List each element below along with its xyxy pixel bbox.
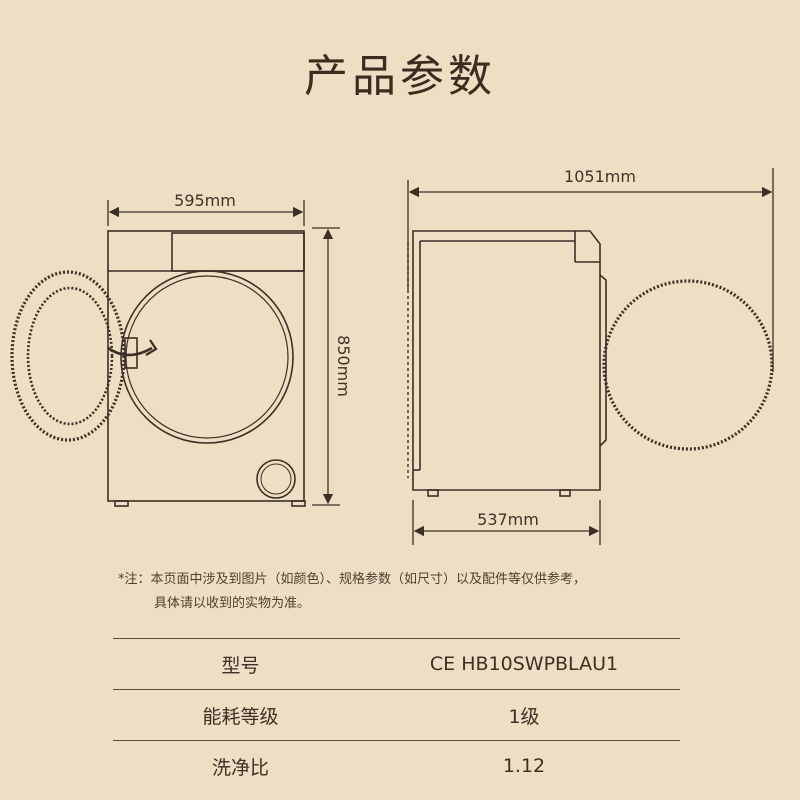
depth-open-label: 1051mm [564, 167, 636, 186]
page-title: 产品参数 [304, 51, 496, 102]
disclaimer-note: *注：本页面中涉及到图片（如颜色）、规格参数（如尺寸）以及配件等仅供参考， 具体… [118, 568, 738, 616]
spec-value-energy: 1级 [368, 689, 680, 741]
table-row: 型号 CE HB10SWPBLAU1 [113, 638, 680, 690]
front-foot-left [114, 500, 129, 507]
depth-label: 537mm [477, 510, 539, 529]
height-label: 850mm [334, 335, 353, 397]
depth-open-dimension [407, 168, 774, 372]
disclaimer-line-2: 具体请以收到的实物为准。 [154, 596, 311, 611]
open-door-side-outline [602, 279, 774, 451]
spec-table: 型号 CE HB10SWPBLAU1 能耗等级 1级 洗净比 1.12 [113, 638, 680, 791]
height-dimension [312, 227, 340, 506]
front-cabinet [107, 230, 305, 502]
front-foot-right [291, 500, 306, 507]
spec-value-wash-ratio: 1.12 [368, 740, 680, 791]
side-cabinet [412, 230, 601, 491]
door-outer-ring [120, 270, 294, 444]
front-width-dimension [107, 200, 305, 226]
side-view [407, 230, 774, 497]
table-row: 洗净比 1.12 [113, 740, 680, 791]
disclaimer-line-1: *注：本页面中涉及到图片（如颜色）、规格参数（如尺寸）以及配件等仅供参考， [118, 572, 587, 587]
spec-value-model: CE HB10SWPBLAU1 [368, 638, 680, 690]
filter-cap [256, 459, 296, 499]
side-foot-rear [427, 489, 439, 497]
depth-dimension [412, 500, 601, 545]
open-door-outline [10, 270, 126, 442]
dimension-drawing: 595mm 850mm 1051mm 537mm [10, 167, 774, 545]
control-panel [171, 232, 305, 272]
door-swing-arrow [107, 346, 153, 357]
door-profile [599, 274, 607, 447]
spec-label-model: 型号 [113, 638, 368, 690]
side-foot-front [559, 489, 571, 497]
spec-label-wash-ratio: 洗净比 [113, 740, 368, 791]
spec-label-energy: 能耗等级 [113, 689, 368, 741]
table-row: 能耗等级 1级 [113, 689, 680, 741]
front-view [10, 230, 306, 507]
front-width-label: 595mm [174, 191, 236, 210]
